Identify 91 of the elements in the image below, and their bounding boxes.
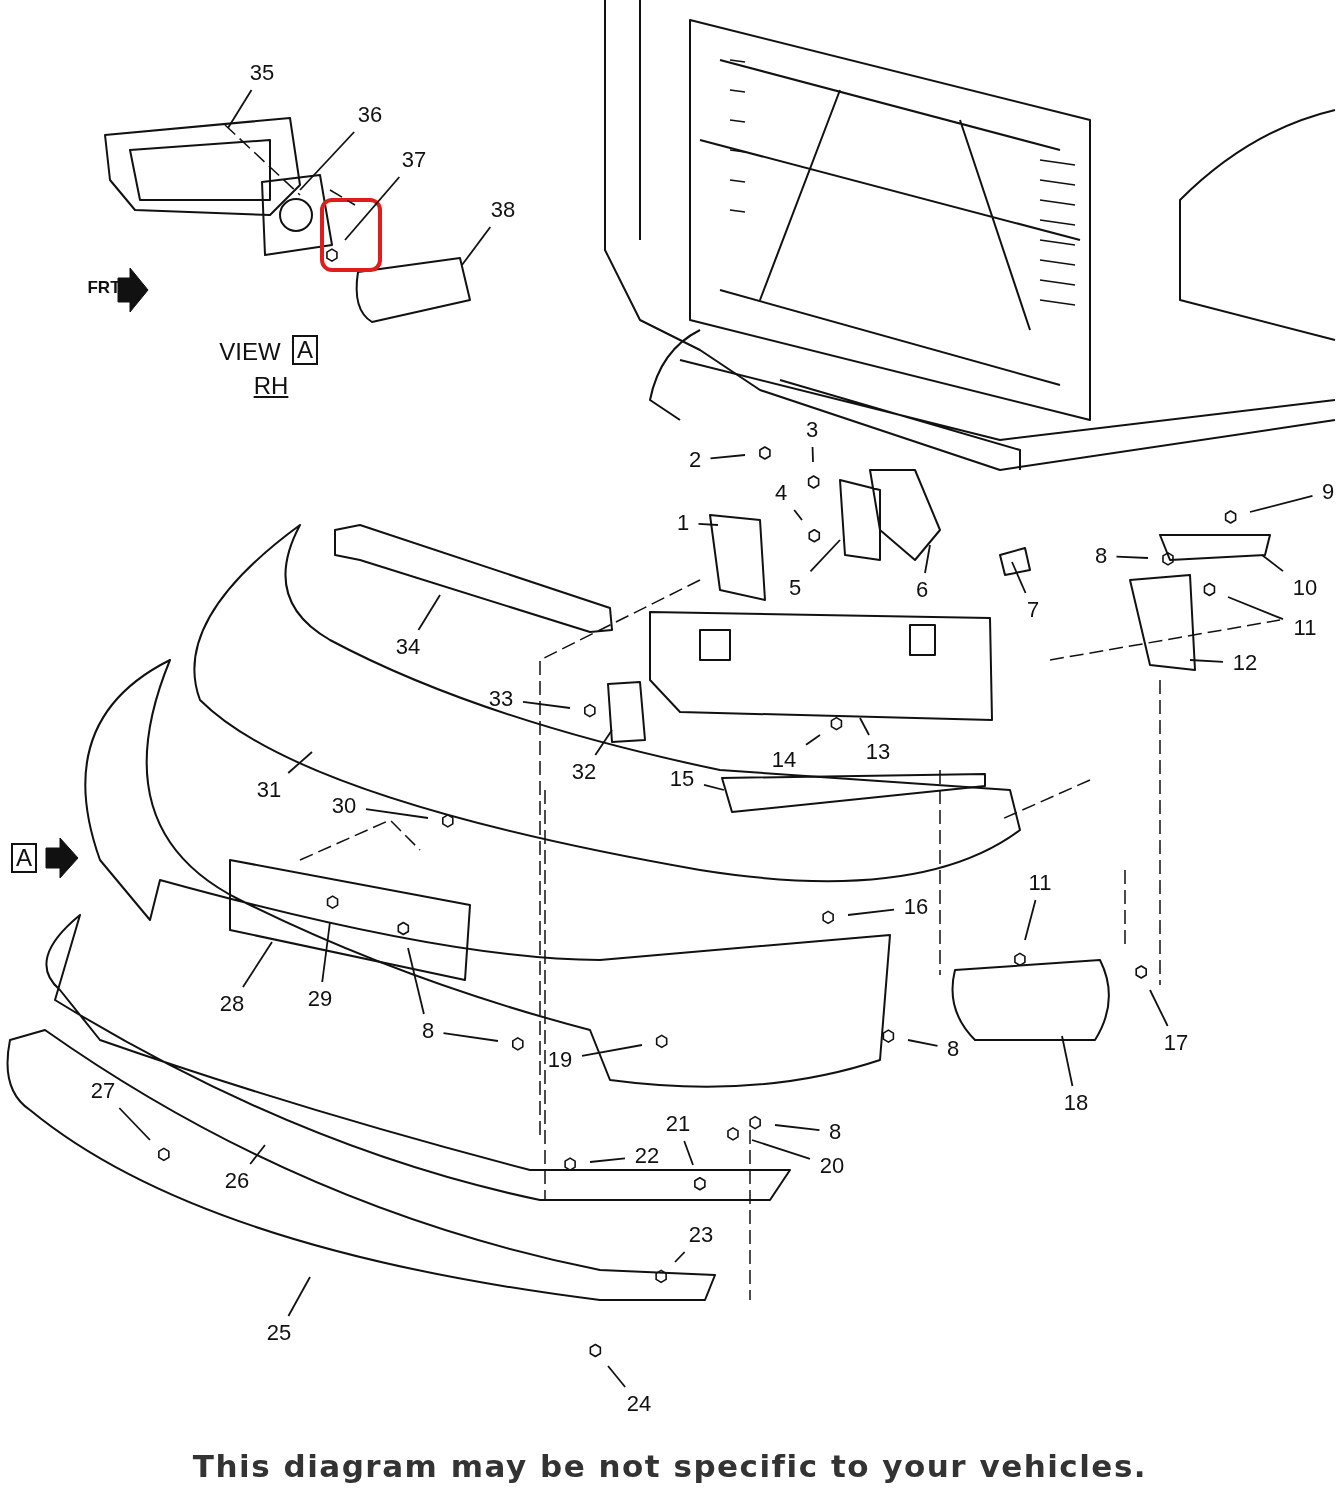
callout-number: 29 — [305, 987, 335, 1011]
callout-number: 35 — [247, 61, 277, 85]
leader-line — [242, 941, 273, 988]
callout-number: 9 — [1319, 480, 1337, 504]
leader-line — [907, 1039, 939, 1047]
view-letter: A — [11, 843, 37, 873]
callout-number: 7 — [1024, 598, 1042, 622]
callout-number: 14 — [769, 748, 799, 772]
callout-number: 38 — [488, 198, 518, 222]
callout-number: 18 — [1061, 1091, 1091, 1115]
callout-number: 4 — [772, 481, 790, 505]
callout-number: 26 — [222, 1169, 252, 1193]
leader-line — [442, 1032, 499, 1042]
leader-line — [809, 539, 841, 573]
leader-line — [581, 1044, 643, 1057]
leader-line — [1189, 659, 1224, 663]
leader-line — [589, 1157, 626, 1163]
leader-line — [703, 783, 725, 791]
callout-number: 36 — [355, 103, 385, 127]
callout-number: 11 — [1291, 616, 1319, 640]
callout-number: 8 — [944, 1037, 962, 1061]
leader-line — [774, 1124, 821, 1132]
leader-line — [683, 1140, 694, 1166]
leader-line — [1149, 989, 1169, 1027]
leader-line — [1249, 495, 1314, 513]
callout-number: 5 — [786, 576, 804, 600]
callout-number: 8 — [1092, 544, 1110, 568]
leader-line — [522, 700, 571, 709]
callout-number: 32 — [569, 760, 599, 784]
callout-number: 8 — [826, 1120, 844, 1144]
callout-number: 21 — [663, 1112, 693, 1136]
callout-number: 20 — [817, 1154, 847, 1178]
callout-number: 13 — [863, 740, 893, 764]
callout-number: 16 — [901, 895, 931, 919]
callout-number: 11 — [1026, 871, 1054, 895]
callout-number: 30 — [329, 794, 359, 818]
leader-line — [751, 1139, 811, 1160]
leader-line — [299, 131, 356, 191]
leader-line — [407, 947, 425, 1015]
leader-line — [287, 751, 313, 774]
direction-text: FRT — [87, 277, 121, 299]
callout-number: 6 — [913, 578, 931, 602]
leader-line — [594, 729, 613, 756]
leader-line — [321, 921, 331, 983]
leader-line — [1261, 554, 1284, 572]
leader-line — [1011, 561, 1027, 594]
leader-line — [287, 1276, 311, 1317]
callout-number: 37 — [399, 148, 429, 172]
callout-number: 27 — [88, 1079, 118, 1103]
callout-number: 10 — [1290, 576, 1320, 600]
callout-number: 2 — [686, 448, 704, 472]
callout-number: 23 — [686, 1223, 716, 1247]
callout-number: 25 — [264, 1321, 294, 1345]
leader-line — [227, 89, 253, 129]
leader-line — [674, 1251, 686, 1263]
view-letter: A — [292, 335, 318, 365]
leader-line — [859, 717, 870, 736]
side-label: RH — [253, 373, 289, 399]
leader-line — [924, 544, 931, 574]
leader-line — [1024, 899, 1037, 941]
leader-line — [1115, 555, 1149, 559]
callout-number: 17 — [1161, 1031, 1191, 1055]
view-label: VIEW — [219, 339, 281, 365]
leader-line — [1061, 1035, 1074, 1087]
leader-line — [365, 808, 429, 819]
callout-number: 3 — [803, 418, 821, 442]
callout-number: 31 — [254, 778, 284, 802]
leader-line — [709, 454, 746, 460]
leader-line — [697, 523, 719, 526]
callout-number: 12 — [1230, 651, 1260, 675]
caption: This diagram may be not specific to your vehicles. — [191, 1448, 1149, 1484]
leader-line — [805, 734, 821, 746]
leader-line — [811, 446, 814, 463]
callout-number: 22 — [632, 1144, 662, 1168]
callout-number: 28 — [217, 992, 247, 1016]
leader-line — [1227, 596, 1284, 621]
leader-line — [461, 226, 492, 266]
leader-line — [344, 176, 401, 241]
leader-line — [607, 1365, 627, 1388]
leader-line — [118, 1107, 151, 1141]
leader-line — [249, 1144, 266, 1165]
leader-line — [417, 594, 441, 631]
callout-number: 1 — [674, 511, 692, 535]
callout-number: 19 — [545, 1048, 575, 1072]
leader-line — [847, 908, 895, 916]
callout-number: 15 — [667, 767, 697, 791]
callout-number: 24 — [624, 1392, 654, 1416]
callout-number: 33 — [486, 687, 516, 711]
callout-number: 34 — [393, 635, 423, 659]
leader-line — [793, 509, 803, 521]
callout-number: 8 — [419, 1019, 437, 1043]
